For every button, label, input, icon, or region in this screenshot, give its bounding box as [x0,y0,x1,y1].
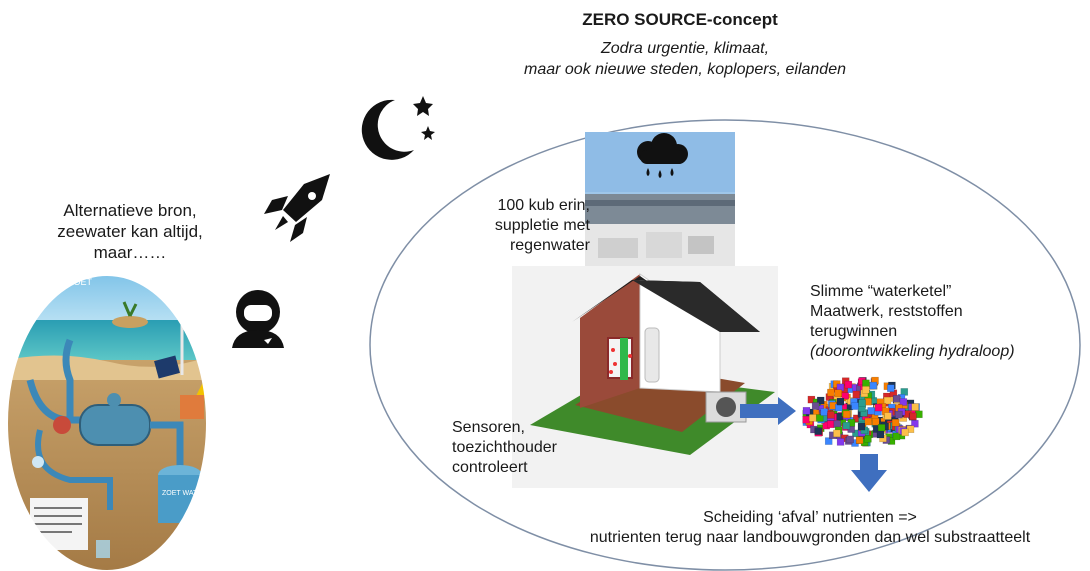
diagram-title: ZERO SOURCE-concept [582,10,778,29]
astronaut-icon [232,290,284,348]
house-illustration [512,266,778,488]
moon-stars-icon [361,96,435,160]
concept-ellipse [369,119,1081,571]
sensor-text: Sensoren, toezichthouder controleert [452,419,557,476]
arrow-right-icon [740,397,796,425]
arrow-down-icon [851,454,887,492]
nutrient-separation-text: Scheiding ‘afval’ nutrienten => nutrient… [589,509,1031,546]
seawater-illustration: ZOET ZOET WATER [7,275,207,571]
rain-cloud-icon [637,133,688,178]
illustration-label-zoet-water: ZOET WATER [162,490,207,497]
illustration-label-zoet: ZOET [68,277,93,287]
waterketel-text: Slimme “waterketel” Maatwerk, reststoffe… [810,283,1015,360]
diagram-subtitle: Zodra urgentie, klimaat, maar ook nieuwe… [524,40,846,78]
nutrient-cubes-image [802,376,923,447]
alternative-source-text: Alternatieve bron, zeewater kan altijd, … [57,201,203,262]
rainwater-text: 100 kub erin, suppletie met regenwater [494,197,590,254]
rocket-icon [264,174,330,242]
